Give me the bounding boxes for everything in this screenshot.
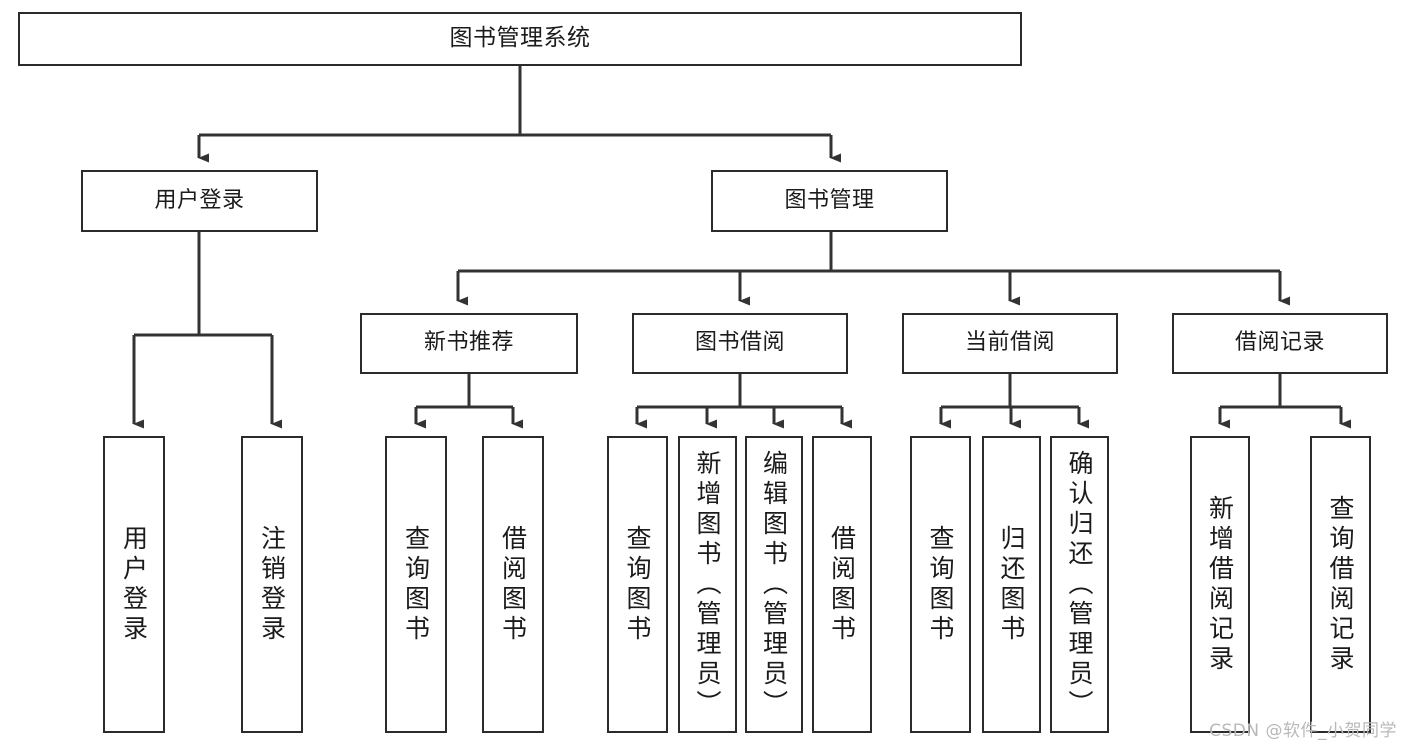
node-leaf-confirm-return-label: 确认归还（管理员） bbox=[1065, 449, 1094, 720]
node-leaf-query-record[interactable]: 查询借阅记录 bbox=[1310, 436, 1371, 733]
node-leaf-borrow-book-2-label: 借阅图书 bbox=[827, 524, 857, 645]
node-leaf-user-logout-label: 注销登录 bbox=[257, 524, 287, 645]
node-leaf-return-book[interactable]: 归还图书 bbox=[982, 436, 1041, 733]
node-leaf-edit-book[interactable]: 编辑图书（管理员） bbox=[745, 436, 803, 733]
node-leaf-query-book-3-label: 查询图书 bbox=[926, 524, 955, 645]
node-leaf-add-book-label: 新增图书（管理员） bbox=[693, 449, 722, 720]
node-book-borrow[interactable]: 图书借阅 bbox=[632, 313, 848, 374]
node-borrow-record[interactable]: 借阅记录 bbox=[1172, 313, 1388, 374]
node-leaf-confirm-return[interactable]: 确认归还（管理员） bbox=[1050, 436, 1109, 733]
node-current-borrow[interactable]: 当前借阅 bbox=[902, 313, 1118, 374]
node-leaf-user-login-label: 用户登录 bbox=[119, 524, 149, 645]
node-leaf-return-book-label: 归还图书 bbox=[997, 524, 1026, 645]
node-leaf-query-record-label: 查询借阅记录 bbox=[1326, 494, 1355, 675]
node-leaf-borrow-book-1-label: 借阅图书 bbox=[498, 524, 528, 645]
node-leaf-query-book-3[interactable]: 查询图书 bbox=[910, 436, 971, 733]
node-user-login[interactable]: 用户登录 bbox=[81, 170, 318, 232]
node-leaf-edit-book-label: 编辑图书（管理员） bbox=[759, 449, 789, 720]
watermark-text: CSDN @软件_小贺同学 bbox=[1209, 721, 1397, 741]
node-leaf-borrow-book-1[interactable]: 借阅图书 bbox=[482, 436, 544, 733]
node-book-manage[interactable]: 图书管理 bbox=[711, 170, 948, 232]
node-leaf-query-book-1[interactable]: 查询图书 bbox=[385, 436, 447, 733]
node-leaf-query-book-2-label: 查询图书 bbox=[623, 524, 652, 645]
node-user-login-label: 用户登录 bbox=[154, 187, 245, 213]
node-leaf-borrow-book-2[interactable]: 借阅图书 bbox=[812, 436, 872, 733]
node-new-book-rec[interactable]: 新书推荐 bbox=[360, 313, 578, 374]
node-book-borrow-label: 图书借阅 bbox=[694, 330, 785, 356]
node-leaf-user-logout[interactable]: 注销登录 bbox=[241, 436, 303, 733]
node-root[interactable]: 图书管理系统 bbox=[18, 12, 1022, 66]
node-borrow-record-label: 借阅记录 bbox=[1234, 330, 1325, 356]
node-new-book-rec-label: 新书推荐 bbox=[423, 330, 514, 356]
node-leaf-user-login[interactable]: 用户登录 bbox=[103, 436, 165, 733]
node-leaf-query-book-1-label: 查询图书 bbox=[401, 524, 431, 645]
node-leaf-add-record[interactable]: 新增借阅记录 bbox=[1190, 436, 1250, 733]
node-book-manage-label: 图书管理 bbox=[784, 187, 875, 213]
node-leaf-add-record-label: 新增借阅记录 bbox=[1205, 494, 1235, 675]
node-current-borrow-label: 当前借阅 bbox=[964, 330, 1055, 356]
node-leaf-add-book[interactable]: 新增图书（管理员） bbox=[678, 436, 737, 733]
node-root-label: 图书管理系统 bbox=[449, 25, 591, 52]
node-leaf-query-book-2[interactable]: 查询图书 bbox=[607, 436, 668, 733]
